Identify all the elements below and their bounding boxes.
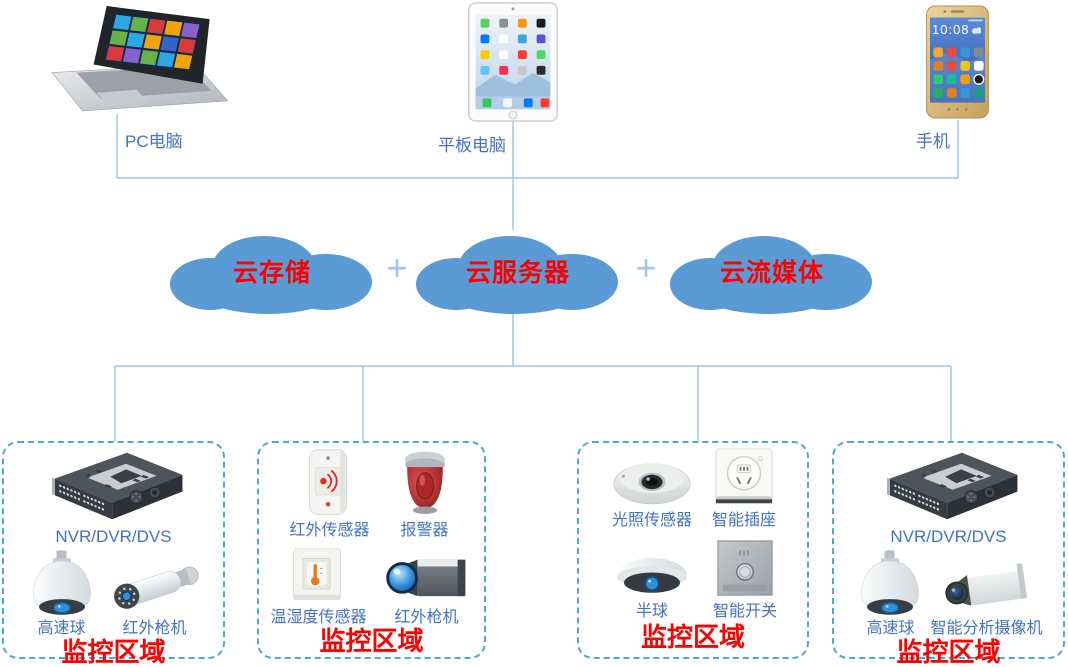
device: 红外枪机	[381, 546, 473, 627]
cloud-streaming: 云流媒体	[668, 226, 876, 316]
zone-title: 监控区域	[319, 626, 424, 656]
zone-title: 监控区域	[640, 622, 745, 652]
cloud-storage: 云存储	[168, 226, 376, 316]
monitor-zone-1: NVR/DVR/DVS 高速球 红外枪机 监控区域	[2, 441, 225, 666]
phone-client: 10:08	[924, 5, 991, 119]
plus-sign: +	[635, 247, 657, 288]
device: 高速球	[26, 549, 98, 638]
ir-bullet-camera-icon	[108, 555, 202, 617]
pc-client	[48, 4, 230, 117]
monitor-zone-2: 红外传感器 报警器 温湿度传感器 红外枪机 监控区域	[257, 441, 486, 659]
device: 温湿度传感器	[270, 546, 367, 627]
smart-analysis-camera-icon	[939, 553, 1033, 617]
cloud-storage-label: 云存储	[232, 259, 311, 287]
monitor-zone-3: 光照传感器 智能插座 半球 智能开关 监控区域	[577, 441, 809, 659]
device-label: 半球	[635, 603, 668, 620]
device-label: 温湿度传感器	[270, 609, 367, 626]
tablet-client	[467, 2, 559, 122]
smart-switch-icon	[714, 538, 776, 600]
zone-title: 监控区域	[896, 637, 1001, 667]
device-label: 红外枪机	[122, 620, 187, 637]
device: 报警器	[396, 449, 454, 540]
smart-socket-icon	[713, 447, 775, 509]
ir-motion-sensor-icon	[303, 447, 355, 519]
nvr-recorder-icon	[40, 447, 188, 525]
device: 智能分析摄像机	[930, 553, 1043, 638]
device: NVR/DVR/DVS	[875, 447, 1023, 546]
speed-dome-camera-icon	[854, 549, 926, 617]
temp-humidity-sensor-icon	[288, 546, 348, 606]
device: 红外传感器	[289, 447, 370, 540]
device-label: 高速球	[866, 620, 915, 637]
cloud-server-label: 云服务器	[465, 259, 570, 287]
cloud-icon	[170, 236, 372, 314]
device-label: NVR/DVR/DVS	[55, 527, 172, 546]
tablet-icon	[467, 2, 559, 122]
device-label: 高速球	[37, 620, 86, 637]
cloud-icon	[416, 236, 618, 314]
device-label: 智能开关	[712, 603, 777, 620]
cloud-server: 云服务器	[414, 226, 622, 316]
phone-clock: 10:08	[932, 22, 970, 37]
ir-box-camera-icon	[381, 546, 473, 606]
device: 光照传感器	[610, 453, 694, 530]
pc-client-label: PC电脑	[125, 132, 183, 151]
device-label: 红外枪机	[394, 609, 459, 626]
device: 高速球	[854, 549, 926, 638]
cloud-streaming-label: 云流媒体	[719, 259, 824, 287]
device: NVR/DVR/DVS	[40, 447, 188, 546]
device-label: 报警器	[400, 522, 449, 539]
alarm-siren-icon	[396, 449, 454, 519]
tablet-client-label: 平板电脑	[438, 136, 506, 155]
light-sensor-icon	[610, 453, 694, 509]
plus-sign: +	[386, 247, 408, 288]
phone-client-label: 手机	[916, 132, 950, 151]
speed-dome-camera-icon	[26, 549, 98, 617]
device-label: NVR/DVR/DVS	[890, 527, 1007, 546]
device: 半球	[609, 542, 695, 621]
zone-title: 监控区域	[61, 637, 166, 667]
device: 红外枪机	[108, 555, 202, 638]
device: 智能开关	[713, 538, 777, 621]
device-label: 智能分析摄像机	[930, 620, 1043, 637]
device: 智能插座	[712, 447, 776, 530]
device-label: 红外传感器	[289, 522, 370, 539]
mini-dome-camera-icon	[609, 542, 695, 600]
monitor-zone-4: NVR/DVR/DVS 高速球 智能分析摄像机 监控区域	[832, 441, 1065, 666]
nvr-recorder-icon	[875, 447, 1023, 525]
laptop-icon	[48, 4, 230, 117]
device-label: 光照传感器	[611, 512, 692, 529]
device-label: 智能插座	[711, 512, 776, 529]
cloud-icon	[670, 236, 872, 314]
